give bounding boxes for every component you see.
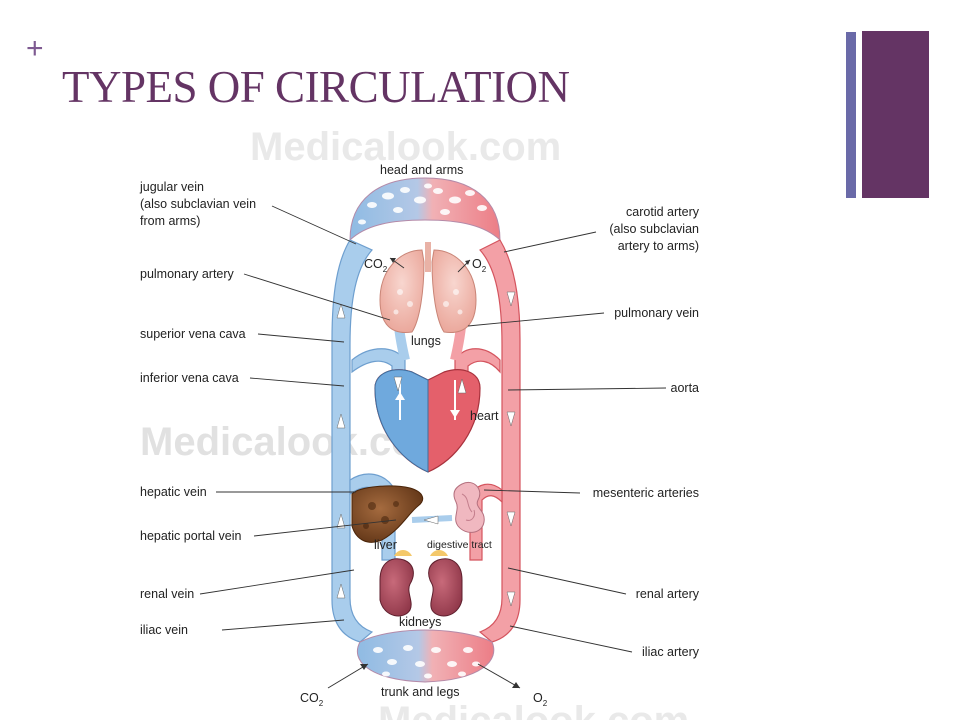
- label-pulmonary-vein: pulmonary vein: [614, 306, 699, 320]
- co2-out-arrowhead-lungs: [390, 258, 396, 263]
- trunk-capillary-bed: [356, 629, 495, 683]
- trunk-capillary-dots: [373, 645, 480, 679]
- co2-legs-main: CO: [300, 691, 319, 705]
- label-mesenteric-arteries: mesenteric arteries: [593, 486, 699, 500]
- co2-in-arrow-legs: [327, 663, 369, 689]
- label-co2-legs: CO2: [300, 691, 324, 708]
- label-inferior-vena-cava: inferior vena cava: [140, 371, 239, 385]
- label-hepatic-vein: hepatic vein: [140, 485, 207, 499]
- co2-in-arrowhead-legs: [360, 664, 368, 670]
- label-liver: liver: [374, 538, 397, 552]
- accent-bar: [862, 31, 929, 198]
- slide-title: TYPES OF CIRCULATION: [62, 62, 570, 112]
- flow-arrows: [336, 291, 516, 607]
- label-jugular-vein: jugular vein: [139, 180, 204, 194]
- label-iliac-vein: iliac vein: [140, 623, 188, 637]
- label-head-and-arms: head and arms: [380, 163, 463, 177]
- liver: [351, 485, 424, 543]
- accent-thin-bar: [846, 32, 856, 198]
- label-renal-artery: renal artery: [636, 587, 700, 601]
- label-trunk-and-legs: trunk and legs: [381, 685, 460, 699]
- co2-lungs-main: CO: [364, 257, 383, 271]
- label-renal-vein: renal vein: [140, 587, 194, 601]
- leader-lines-left: [199, 205, 397, 631]
- label-carotid-artery-note: (also subclavian: [609, 222, 699, 236]
- bullet-plus: +: [26, 32, 44, 65]
- o2-legs-sub: 2: [543, 699, 548, 708]
- o2-in-arrowhead-lungs: [465, 260, 470, 265]
- o2-out-arrowhead-legs: [512, 682, 520, 688]
- o2-out-arrow-legs: [477, 663, 521, 689]
- label-lungs: lungs: [411, 334, 441, 348]
- systemic-vein-channel: [331, 239, 374, 643]
- label-o2-lungs: O2: [472, 257, 487, 274]
- label-jugular-vein-note-2: from arms): [140, 214, 200, 228]
- label-heart: heart: [470, 409, 499, 423]
- label-superior-vena-cava: superior vena cava: [140, 327, 246, 341]
- label-pulmonary-artery: pulmonary artery: [140, 267, 235, 281]
- head-capillary-dots: [358, 183, 487, 225]
- co2-lungs-sub: 2: [383, 265, 388, 274]
- o2-legs-main: O: [533, 691, 543, 705]
- o2-lungs-sub: 2: [482, 265, 487, 274]
- label-hepatic-portal-vein: hepatic portal vein: [140, 529, 242, 543]
- label-kidneys: kidneys: [399, 615, 441, 629]
- co2-legs-sub: 2: [319, 699, 324, 708]
- watermark-bottom: Medicalook.com: [378, 699, 689, 720]
- label-digestive-tract: digestive tract: [427, 539, 492, 551]
- kidneys: [379, 550, 463, 617]
- label-co2-lungs: CO2: [364, 257, 388, 274]
- watermark-top: Medicalook.com: [250, 125, 561, 169]
- label-o2-legs: O2: [533, 691, 548, 708]
- label-carotid-artery-note-2: artery to arms): [618, 239, 699, 253]
- leader-lines-right: [467, 231, 667, 653]
- label-iliac-artery: iliac artery: [642, 645, 700, 659]
- heart: [374, 369, 481, 473]
- label-aorta: aorta: [671, 381, 700, 395]
- o2-lungs-main: O: [472, 257, 482, 271]
- lungs: [379, 242, 477, 334]
- mesenteric-channel: [469, 483, 503, 561]
- digestive-tract: [453, 482, 485, 533]
- label-jugular-vein-note: (also subclavian vein: [140, 197, 256, 211]
- systemic-artery-channel: [478, 239, 521, 643]
- label-carotid-artery: carotid artery: [626, 205, 700, 219]
